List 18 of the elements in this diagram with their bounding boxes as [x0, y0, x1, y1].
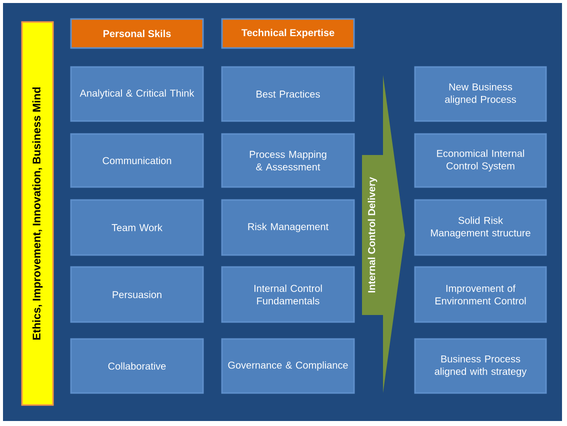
outcome-box: New Business aligned Process: [414, 66, 547, 122]
vertical-band: Ethics, Improvement, Innovation, Business Mind: [21, 21, 54, 406]
outcome-box: Solid Risk Management structure: [414, 199, 547, 256]
skill-box: Governance & Compliance: [221, 338, 355, 394]
skill-box: Collaborative: [70, 338, 204, 394]
skill-box: Process Mapping & Assessment: [221, 133, 355, 188]
skill-box: Best Practices: [221, 66, 355, 122]
skill-box: Persuasion: [70, 266, 204, 323]
skill-box: Analytical & Critical Think: [70, 66, 204, 122]
outcome-box: Business Process aligned with strategy: [414, 338, 547, 394]
header-box: Personal Skils: [70, 18, 204, 49]
skill-box: Risk Management: [221, 199, 355, 256]
skill-box: Team Work: [70, 199, 204, 256]
outcome-box: Improvement of Environment Control: [414, 266, 547, 323]
skill-box: Internal Control Fundamentals: [221, 266, 355, 323]
header-box: Technical Expertise: [221, 18, 355, 49]
skill-box: Communication: [70, 133, 204, 188]
outcome-box: Economical Internal Control System: [414, 133, 547, 188]
